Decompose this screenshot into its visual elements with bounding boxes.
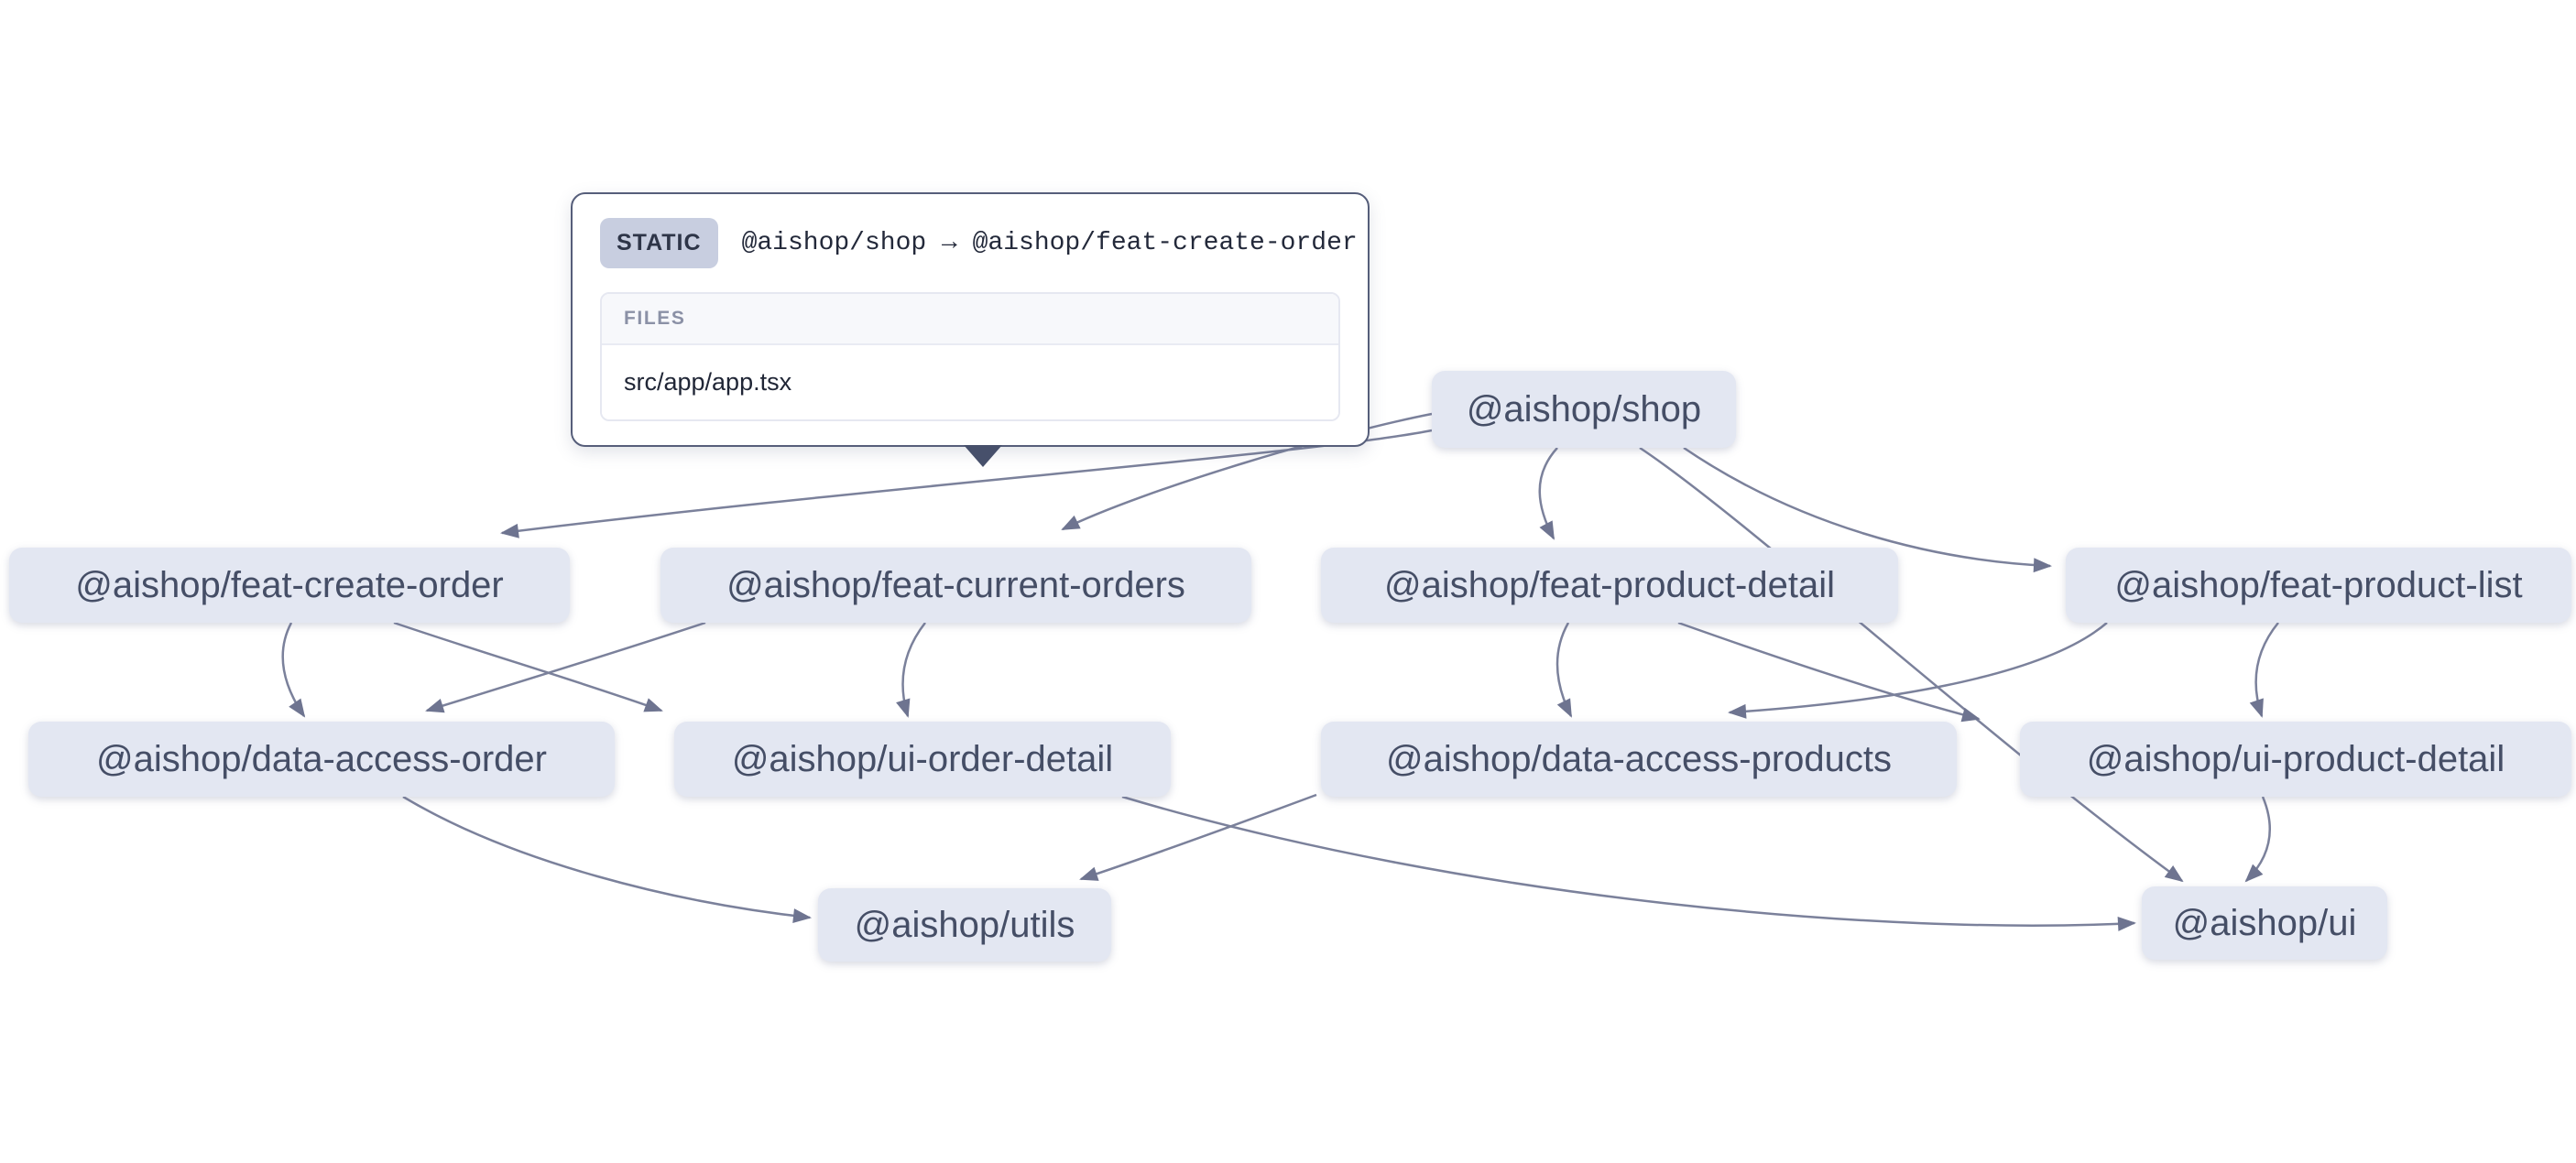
edge-tooltip: STATIC @aishop/shop → @aishop/feat-creat…: [571, 192, 1370, 447]
tooltip-header: STATIC @aishop/shop → @aishop/feat-creat…: [600, 218, 1358, 268]
edge-feat-current-orders-to-data-access-order[interactable]: [425, 621, 706, 713]
node-label: @aishop/feat-product-detail: [1384, 564, 1835, 605]
graph-node-shop[interactable]: @aishop/shop: [1432, 371, 1736, 448]
node-label: @aishop/feat-current-orders: [726, 564, 1185, 605]
edge-feat-product-detail-to-ui-product-detail[interactable]: [1677, 621, 1981, 723]
graph-node-ui[interactable]: @aishop/ui: [2142, 886, 2387, 960]
files-panel: FILES src/app/app.tsx: [600, 292, 1340, 421]
tooltip-pointer-icon: [964, 445, 1002, 467]
edge-shop-to-feat-product-detail[interactable]: [1538, 447, 1558, 540]
graph-node-feat-product-list[interactable]: @aishop/feat-product-list: [2066, 548, 2571, 623]
edge-shop-to-ui[interactable]: [1639, 446, 2184, 883]
edge-feat-product-list-to-data-access-products[interactable]: [1728, 622, 2108, 719]
graph-node-ui-product-detail[interactable]: @aishop/ui-product-detail: [2020, 722, 2571, 797]
edge-data-access-order-to-utils[interactable]: [402, 795, 812, 923]
node-label: @aishop/ui-product-detail: [2086, 738, 2505, 779]
edge-data-access-products-to-utils[interactable]: [1079, 793, 1317, 881]
edge-ui-product-detail-to-ui[interactable]: [2244, 796, 2271, 883]
edge-feat-product-list-to-ui-product-detail[interactable]: [2249, 622, 2279, 718]
edge-shop-to-feat-product-list[interactable]: [1683, 446, 2052, 573]
edge-shop-to-feat-current-orders[interactable]: [1061, 412, 1433, 531]
graph-node-data-access-order[interactable]: @aishop/data-access-order: [28, 722, 615, 797]
edge-feat-product-detail-to-data-access-products[interactable]: [1555, 622, 1573, 718]
tooltip-edge-title: @aishop/shop → @aishop/feat-create-order: [741, 229, 1358, 257]
node-label: @aishop/shop: [1466, 388, 1702, 429]
node-label: @aishop/ui: [2172, 902, 2357, 943]
graph-node-utils[interactable]: @aishop/utils: [818, 888, 1111, 962]
node-label: @aishop/feat-product-list: [2114, 564, 2523, 605]
edge-feat-current-orders-to-ui-order-detail[interactable]: [896, 622, 926, 718]
node-label: @aishop/feat-create-order: [75, 564, 504, 605]
static-badge: STATIC: [600, 218, 718, 268]
graph-node-ui-order-detail[interactable]: @aishop/ui-order-detail: [674, 722, 1171, 797]
node-label: @aishop/ui-order-detail: [731, 738, 1114, 779]
graph-node-feat-create-order[interactable]: @aishop/feat-create-order: [9, 548, 570, 623]
graph-node-feat-current-orders[interactable]: @aishop/feat-current-orders: [660, 548, 1251, 623]
node-label: @aishop/utils: [854, 904, 1075, 945]
node-label: @aishop/data-access-order: [96, 738, 547, 779]
graph-node-data-access-products[interactable]: @aishop/data-access-products: [1321, 722, 1957, 797]
edge-ui-order-detail-to-ui[interactable]: [1121, 795, 2136, 931]
graph-node-feat-product-detail[interactable]: @aishop/feat-product-detail: [1321, 548, 1898, 623]
node-label: @aishop/data-access-products: [1386, 738, 1892, 779]
files-header-label: FILES: [602, 294, 1338, 345]
file-path-item: src/app/app.tsx: [602, 345, 1338, 419]
edge-feat-create-order-to-ui-order-detail[interactable]: [393, 621, 663, 712]
edge-feat-create-order-to-data-access-order[interactable]: [281, 622, 306, 718]
